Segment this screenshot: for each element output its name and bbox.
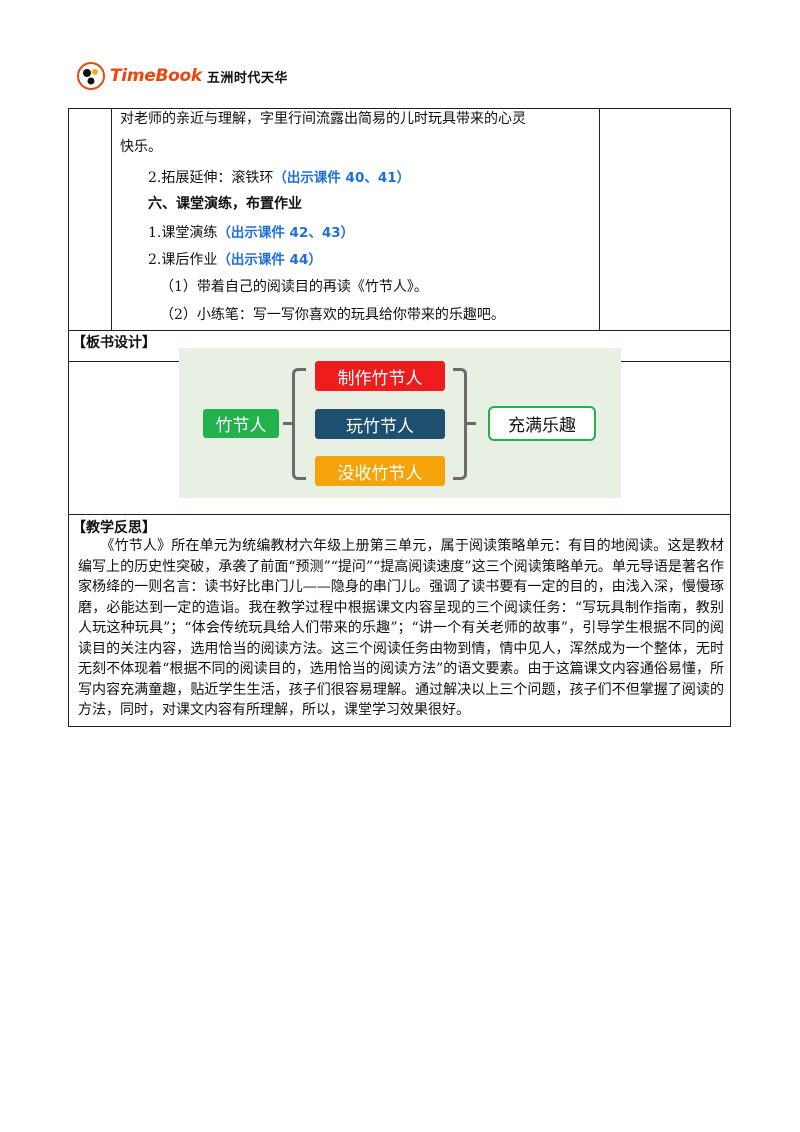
reflection-title: 【教学反思】 <box>72 520 156 536</box>
extend-item: 2.拓展延伸：滚铁环（出示课件 40、41） <box>148 166 410 187</box>
board-center-box: 竹节人 <box>203 409 279 438</box>
section-heading: 六、课堂演练，布置作业 <box>148 196 302 212</box>
practice-label: 1.课堂演练 <box>148 225 218 241</box>
logo-brand: TimeBook <box>110 66 202 86</box>
practice-item: 1.课堂演练（出示课件 42、43） <box>148 221 354 242</box>
logo-brand-cn: 五洲时代天华 <box>206 70 288 86</box>
board-result-box: 充满乐趣 <box>488 406 596 441</box>
table-divider <box>68 514 731 515</box>
reflection-body: 《竹节人》所在单元为统编教材六年级上册第三单元，属于阅读策略单元：有目的地阅读。… <box>78 536 724 721</box>
courseware-ref: （出示课件 42、43） <box>217 225 355 241</box>
homework-task: （2）小练笔：写一写你喜欢的玩具给你带来的乐趣吧。 <box>160 307 505 323</box>
board-design-diagram: 竹节人 制作竹节人 玩竹节人 没收竹节人 充满乐趣 <box>179 348 621 498</box>
homework-item: 2.课后作业（出示课件 44） <box>148 248 322 269</box>
table-border-right <box>730 362 731 726</box>
reflection-paragraph: 《竹节人》所在单元为统编教材六年级上册第三单元，属于阅读策略单元：有目的地阅读。… <box>78 538 724 718</box>
logo-emblem-icon <box>77 62 105 90</box>
board-item-confiscate: 没收竹节人 <box>315 456 445 486</box>
table-border-left <box>68 362 69 726</box>
homework-task: （1）带着自己的阅读目的再读《竹节人》。 <box>160 279 428 295</box>
bracket-tick <box>283 422 294 425</box>
table-divider <box>69 330 730 331</box>
table-border-bottom <box>68 726 731 727</box>
bracket-tick <box>465 422 476 425</box>
extend-label: 2.拓展延伸：滚铁环 <box>148 170 274 186</box>
lesson-text-line: 对老师的亲近与理解，字里行间流露出简易的儿时玩具带来的心灵 <box>120 111 526 127</box>
table-divider <box>111 109 112 330</box>
table-divider <box>599 109 600 330</box>
board-item-make: 制作竹节人 <box>315 361 445 391</box>
board-design-title: 【板书设计】 <box>72 335 156 351</box>
lesson-text-line: 快乐。 <box>120 139 162 155</box>
courseware-ref: （出示课件 40、41） <box>273 170 411 186</box>
left-bracket <box>292 368 306 480</box>
courseware-ref: （出示课件 44） <box>217 252 322 268</box>
homework-label: 2.课后作业 <box>148 252 218 268</box>
board-item-play: 玩竹节人 <box>315 409 445 439</box>
timebook-logo: TimeBook 五洲时代天华 <box>76 60 288 92</box>
